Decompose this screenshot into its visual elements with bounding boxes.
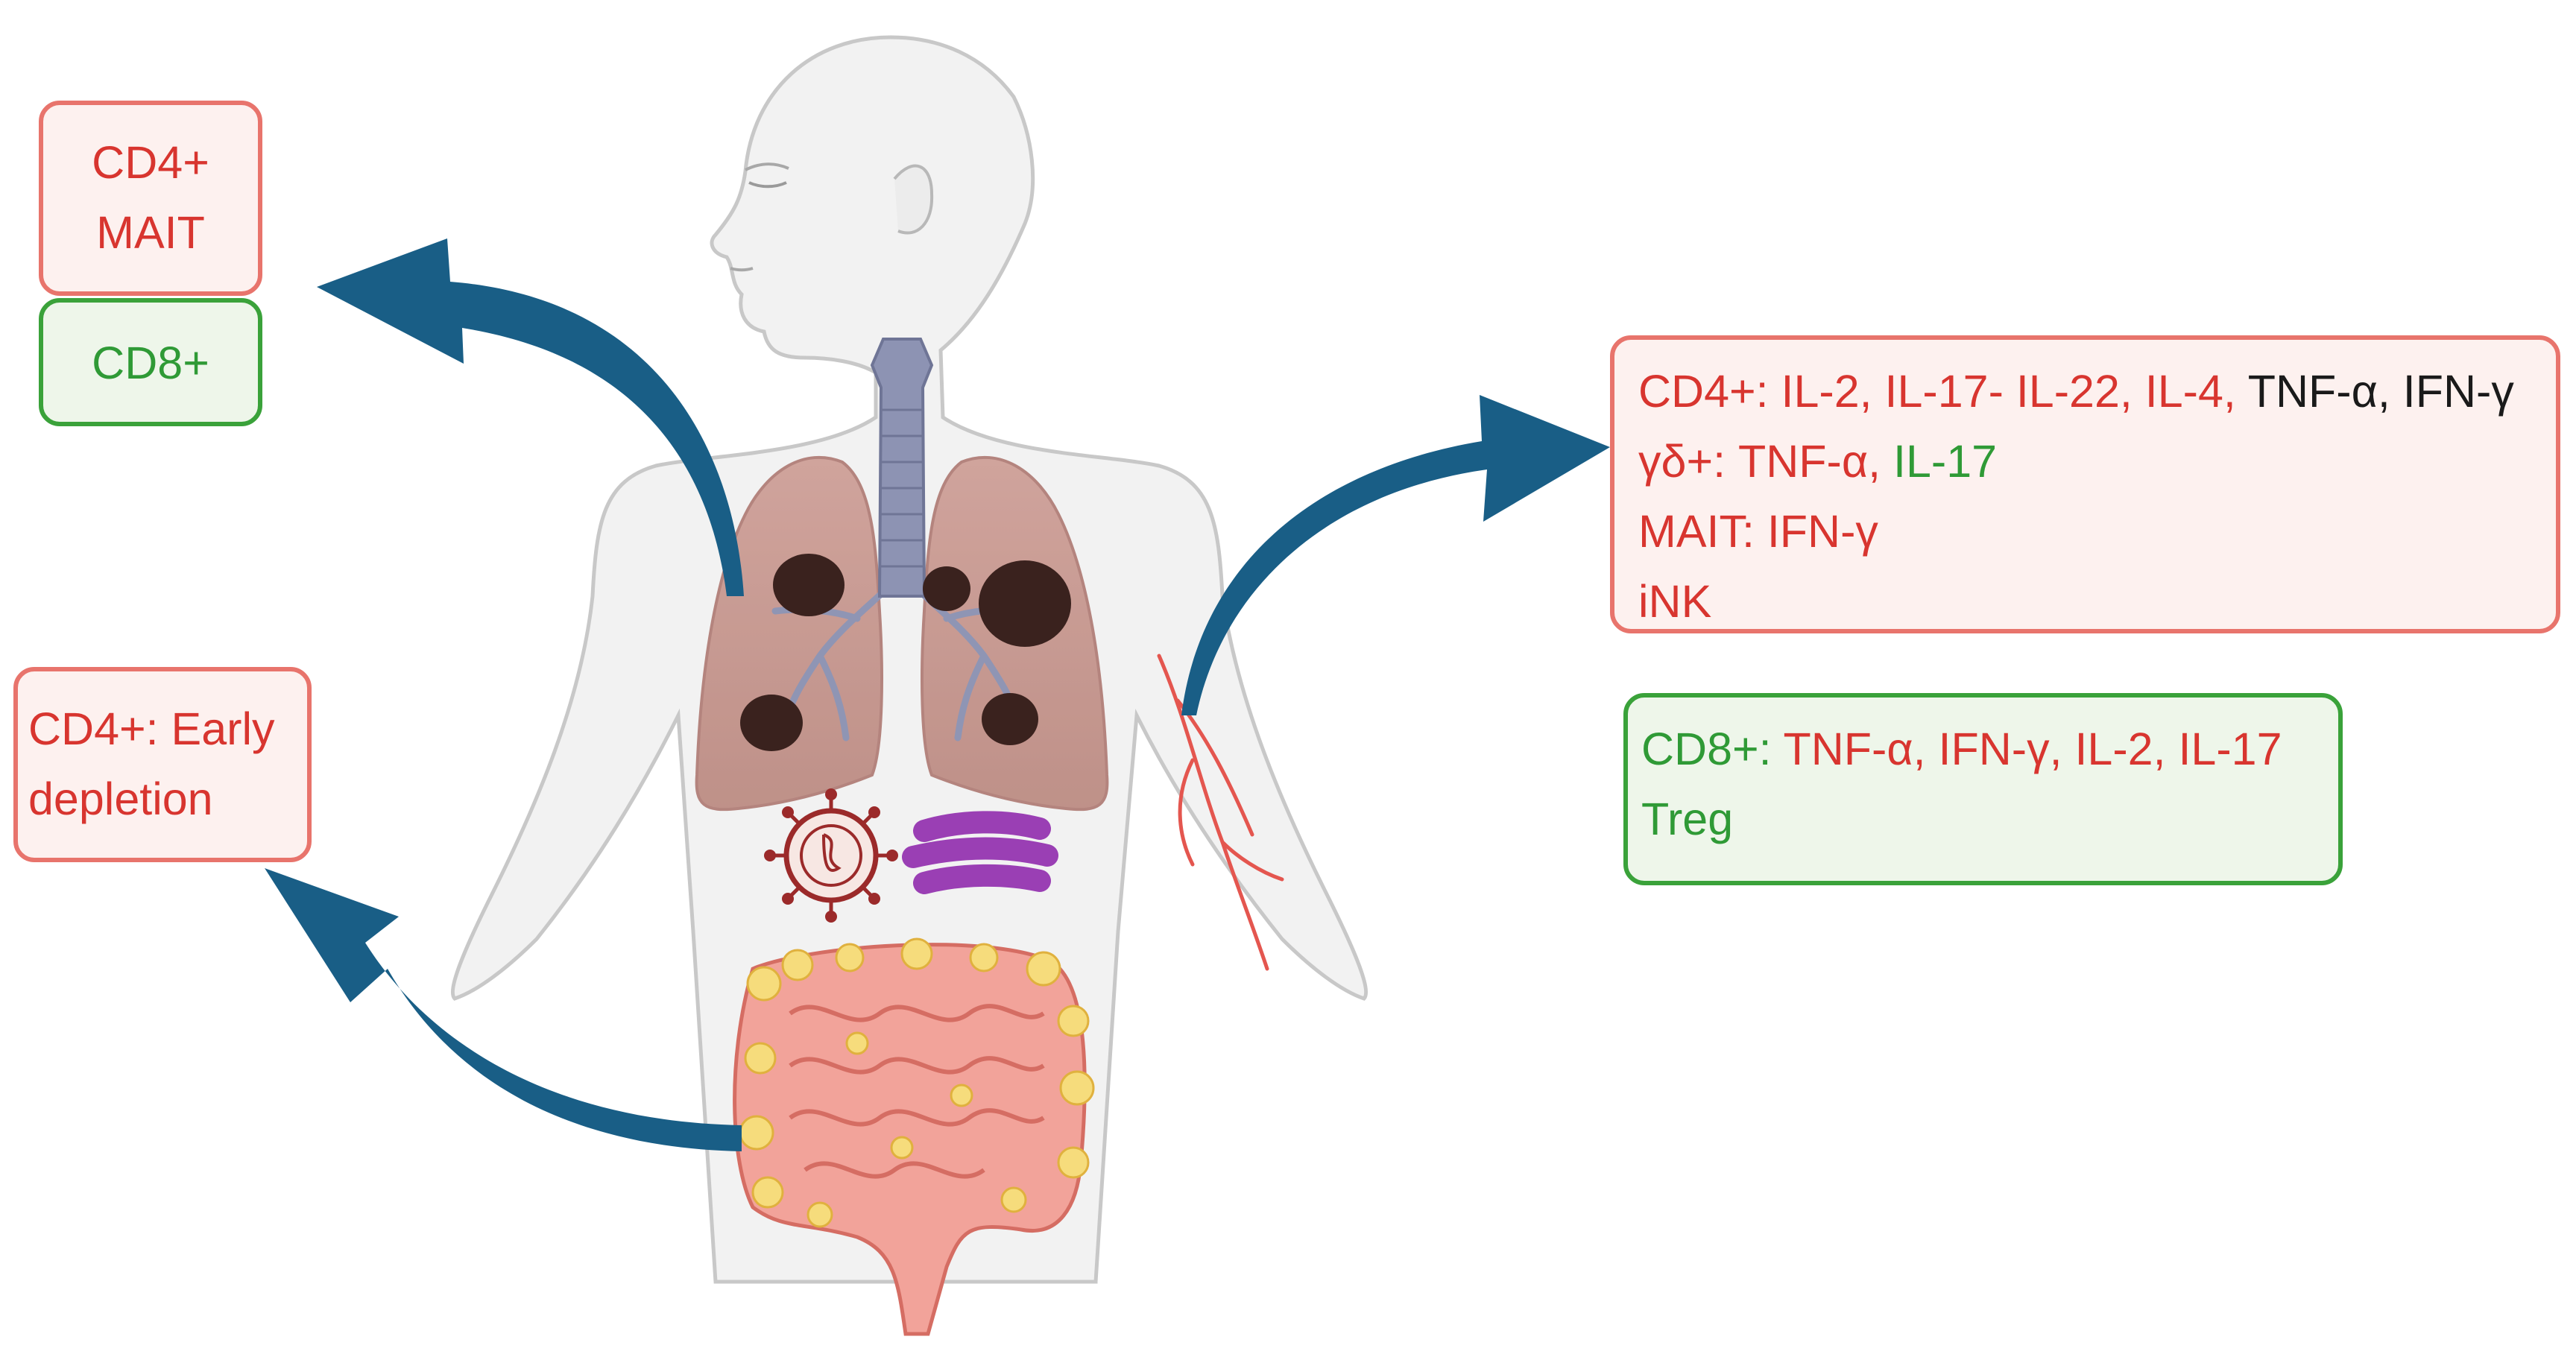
cd4-tnf-black: TNF-α [2247,366,2378,417]
blood-red-box: CD4+: IL-2, IL-17- IL-22, IL-4, TNF-α, I… [1610,335,2560,633]
blood-red-row3: MAIT: IFN-γ [1638,496,2556,566]
cd8-label-green: CD8+: [1641,724,1784,774]
blood-red-row2: γδ+: TNF-α, IL-17 [1638,426,2556,496]
lung-red-line2: MAIT [96,207,205,258]
arrow-icon [265,238,1610,1151]
treg-green: Treg [1641,794,1734,844]
blood-red-row1: CD4+: IL-2, IL-17- IL-22, IL-4, TNF-α, I… [1638,356,2556,426]
gd-il17-green: IL-17 [1893,436,1998,487]
granuloma-icon [740,554,1071,751]
lung-green-box: CD8+ [39,298,262,426]
lung-red-line1: CD4+ [92,137,209,188]
cd4-cytokines-red: CD4+: IL-2, IL-17- IL-22, IL-4, [1638,366,2248,417]
lung-red-box: CD4+ MAIT [39,101,262,296]
blood-green-row1: CD8+: TNF-α, IFN-γ, IL-2, IL-17 [1641,714,2338,784]
trachea-icon [870,338,934,598]
cd4-ifn-black: , IFN-γ [2377,366,2514,417]
mait-ifn-red: MAIT: IFN-γ [1638,506,1878,557]
gut-red-box: CD4+: Early depletion [13,667,312,862]
intestine-icon [733,937,1095,1336]
human-body-icon [450,35,1368,1284]
gd-tnf-red: γδ+: TNF-α, [1638,436,1894,487]
blood-red-row4: iNK [1638,566,2556,636]
bacteria-icon [902,811,1058,894]
cd8-cytokines-red: TNF-α, IFN-γ, IL-2, IL-17 [1783,724,2282,774]
blood-green-box: CD8+: TNF-α, IFN-γ, IL-2, IL-17 Treg [1623,693,2343,885]
lung-green-line1: CD8+ [92,338,209,388]
virus-icon [764,788,898,923]
gut-red-line1: CD4+: Early [28,703,275,754]
gut-red-line2: depletion [28,774,213,824]
ink-red: iNK [1638,576,1712,627]
blood-green-row2: Treg [1641,784,2338,854]
